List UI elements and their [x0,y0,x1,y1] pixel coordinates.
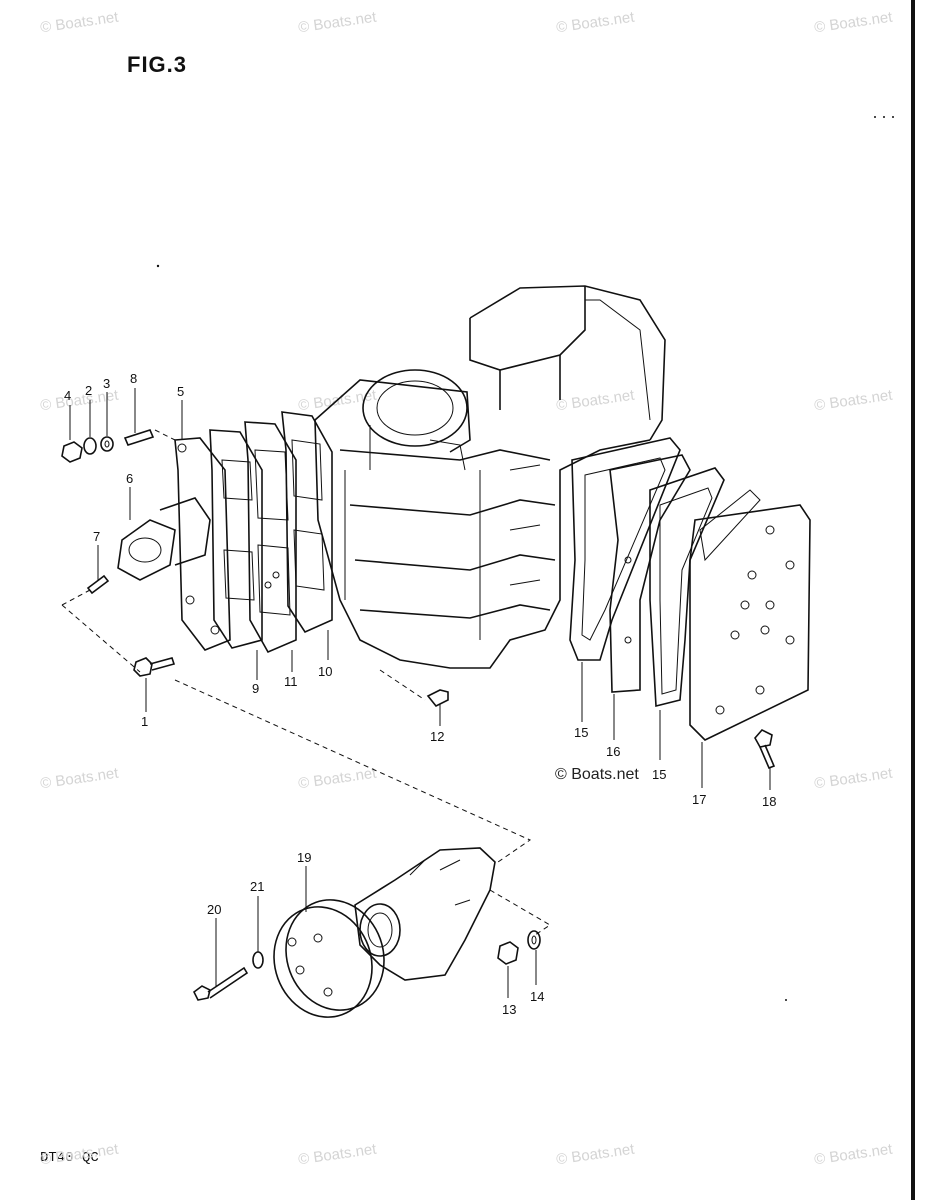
leader-lines [69,388,771,998]
thermostat-cover-part [117,497,211,581]
callout-4: 4 [64,388,71,403]
model-label: DT40 QC [40,1150,99,1166]
nut-13-part [497,941,519,965]
watermark-center: © Boats.net [555,766,639,783]
callout-15a: 15 [574,725,588,740]
callout-2: 2 [85,383,92,398]
bolt-1-part [133,657,176,677]
exhaust-gasket-15a-part [569,437,681,661]
exhaust-cover-part [689,489,811,741]
nut-4-part [61,441,83,463]
callout-6: 6 [126,471,133,486]
figure-title: FIG.3 [127,52,188,77]
callout-18: 18 [762,794,776,809]
scan-specks [156,116,894,1001]
callout-21: 21 [250,879,264,894]
water-jacket-cover-part [273,899,385,1018]
washer-3-part [100,436,114,452]
washer-14-part [527,930,541,950]
callout-20: 20 [207,902,221,917]
callout-13: 13 [502,1002,516,1017]
cylinder-block-part [314,285,666,669]
bolt-18-part [754,729,776,770]
callout-19: 19 [297,850,311,865]
bolt-12-part [426,689,449,708]
page-border [911,0,915,1200]
washer-2-part [83,437,97,455]
assembly-lines [61,429,551,936]
callout-15b: 15 [652,767,666,782]
reed-valve-part [244,421,297,654]
callout-5: 5 [177,384,184,399]
callout-1: 1 [141,714,148,729]
callout-12: 12 [430,729,444,744]
callout-labels: 4 2 3 8 5 6 7 1 9 11 10 12 15 16 15 17 1… [64,371,776,1017]
gasket-9-part [209,429,263,649]
callout-14: 14 [530,989,544,1004]
callout-8: 8 [130,371,137,386]
callout-3: 3 [103,376,110,391]
bolt-20-part [192,966,249,1001]
callout-7: 7 [93,529,100,544]
callout-16: 16 [606,744,620,759]
stud-7-part [86,574,110,595]
washer-21-part [252,951,264,969]
gasket-10-part [281,411,333,634]
exhaust-gasket-15b-part [649,467,725,708]
stud-8-part [123,429,155,446]
callout-11: 11 [284,674,298,689]
exhaust-manifold-part [354,847,496,981]
callout-9: 9 [252,681,259,696]
intake-cover-part [174,437,231,651]
callout-10: 10 [318,664,332,679]
exhaust-plate-16-part [609,454,691,693]
callout-17: 17 [692,792,706,807]
